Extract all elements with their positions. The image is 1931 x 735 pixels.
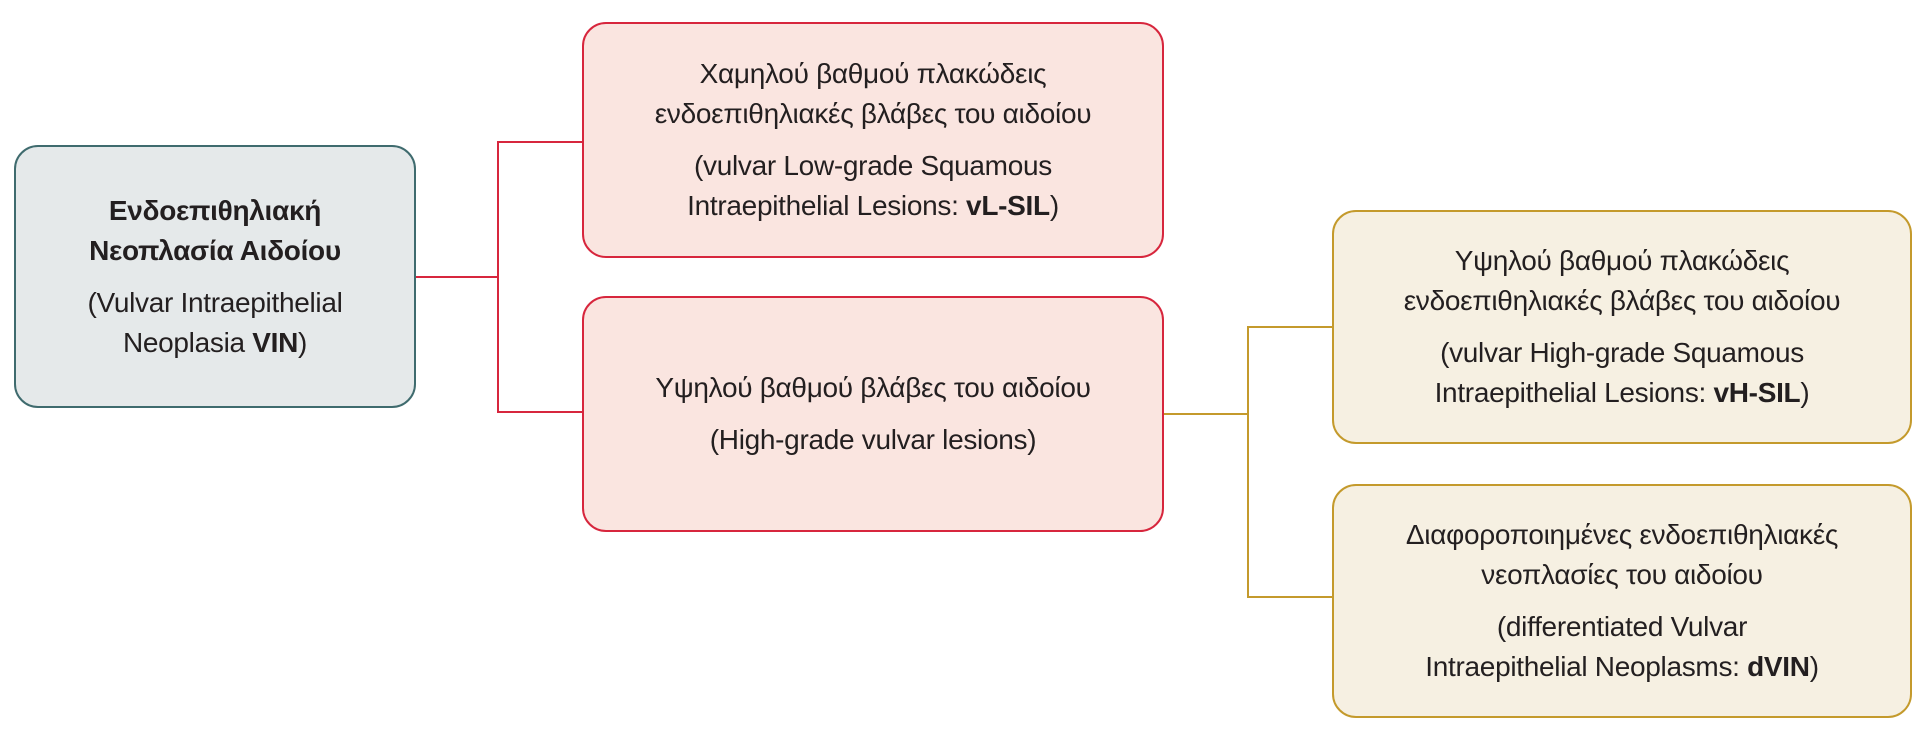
root-subtitle-close: ) (298, 326, 308, 358)
connector-to-dvin (1247, 596, 1333, 598)
dvin-abbreviation: dVIN (1747, 651, 1810, 682)
hsil-english-text: Intraepithelial Lesions: (1434, 377, 1714, 408)
hsil-english: (vulvar High-grade Squamous Intraepithel… (1435, 333, 1810, 413)
high-grade-greek: Υψηλού βαθμού βλάβες του αιδοίου (655, 372, 1091, 403)
node-vhsil: Υψηλού βαθμού πλακώδεις ενδοεπιθηλιακές … (1332, 210, 1912, 444)
dvin-greek-line2: νεοπλασίες του αιδοίου (1481, 559, 1763, 590)
low-grade-english-text: Intraepithelial Lesions: (687, 190, 967, 221)
dvin-english-line2: Intraepithelial Neoplasms: dVIN) (1425, 647, 1819, 687)
connector-high-grade-stem (1164, 413, 1249, 415)
connector-level1-spine (497, 141, 499, 413)
low-grade-greek-line1: Χαμηλού βαθμού πλακώδεις (699, 58, 1047, 89)
low-grade-greek: Χαμηλού βαθμού πλακώδεις ενδοεπιθηλιακές… (655, 54, 1092, 134)
root-node-vin: Ενδοεπιθηλιακή Νεοπλασία Αιδοίου (Vulvar… (14, 145, 416, 408)
hsil-greek: Υψηλού βαθμού πλακώδεις ενδοεπιθηλιακές … (1404, 241, 1841, 321)
dvin-greek: Διαφοροποιημένες ενδοεπιθηλιακές νεοπλασ… (1405, 515, 1839, 595)
connector-to-hsil (1247, 326, 1333, 328)
dvin-english-line1: (differentiated Vulvar (1496, 611, 1748, 642)
root-title-line2: Νεοπλασία Αιδοίου (89, 234, 341, 266)
root-subtitle-text: Neoplasia (122, 326, 253, 358)
dvin-close: ) (1809, 651, 1819, 682)
root-subtitle-line2: Neoplasia VIN) (87, 323, 342, 363)
hsil-greek-line2: ενδοεπιθηλιακές βλάβες του αιδοίου (1403, 285, 1841, 316)
hsil-english-line2: Intraepithelial Lesions: vH-SIL) (1435, 373, 1810, 413)
root-subtitle: (Vulvar Intraepithelial Neoplasia VIN) (87, 283, 342, 363)
hsil-greek-line1: Υψηλού βαθμού πλακώδεις (1454, 245, 1790, 276)
root-title-line1: Ενδοεπιθηλιακή (108, 194, 322, 226)
connector-to-low-grade (497, 141, 583, 143)
low-grade-english-line2: Intraepithelial Lesions: vL-SIL) (687, 186, 1059, 226)
hsil-english-line1: (vulvar High-grade Squamous (1440, 337, 1804, 368)
low-grade-english: (vulvar Low-grade Squamous Intraepitheli… (687, 146, 1059, 226)
high-grade-english: (High-grade vulvar lesions) (709, 424, 1037, 455)
dvin-greek-line1: Διαφοροποιημένες ενδοεπιθηλιακές (1405, 519, 1839, 550)
connector-to-high-grade (497, 411, 583, 413)
hsil-abbreviation: vH-SIL (1713, 377, 1801, 408)
connector-root-stem (416, 276, 499, 278)
node-high-grade-lesions: Υψηλού βαθμού βλάβες του αιδοίου (High-g… (582, 296, 1164, 532)
node-dvin: Διαφοροποιημένες ενδοεπιθηλιακές νεοπλασ… (1332, 484, 1912, 718)
low-grade-greek-line2: ενδοεπιθηλιακές βλάβες του αιδοίου (654, 98, 1092, 129)
low-grade-english-line1: (vulvar Low-grade Squamous (694, 150, 1052, 181)
low-grade-abbreviation: vL-SIL (966, 190, 1050, 221)
root-subtitle-line1: (Vulvar Intraepithelial (87, 286, 343, 318)
dvin-english: (differentiated Vulvar Intraepithelial N… (1425, 607, 1819, 687)
dvin-english-text: Intraepithelial Neoplasms: (1425, 651, 1748, 682)
connector-level2-spine (1247, 326, 1249, 598)
root-abbreviation: VIN (252, 326, 299, 358)
hsil-close: ) (1800, 377, 1810, 408)
low-grade-close: ) (1049, 190, 1059, 221)
root-title: Ενδοεπιθηλιακή Νεοπλασία Αιδοίου (89, 191, 341, 271)
node-low-grade-vlsil: Χαμηλού βαθμού πλακώδεις ενδοεπιθηλιακές… (582, 22, 1164, 258)
